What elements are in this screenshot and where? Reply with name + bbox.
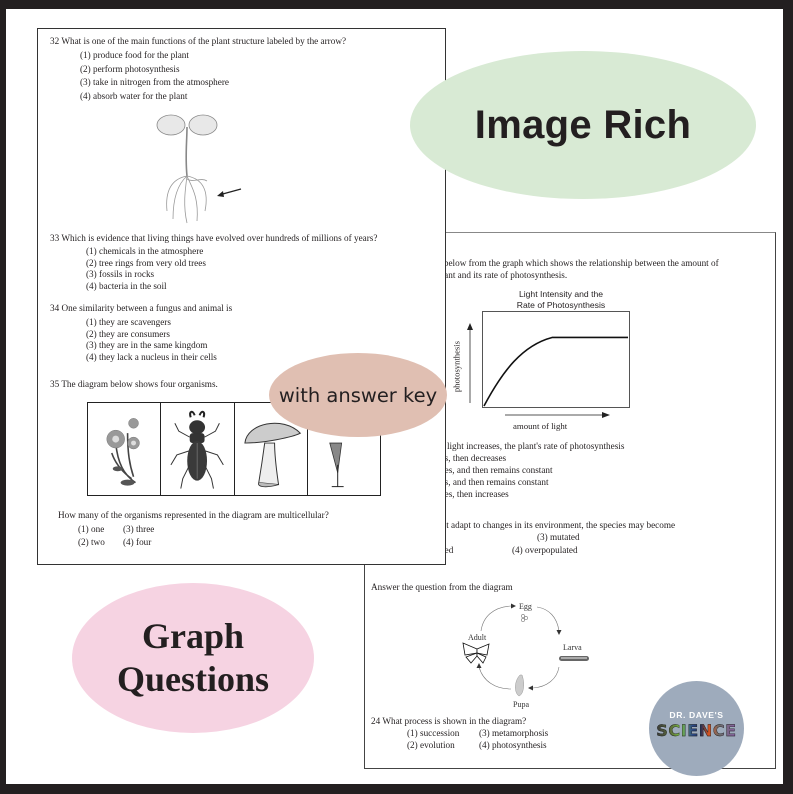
worksheet-page-back: n below from the graph which shows the r… bbox=[364, 232, 776, 769]
mushroom-icon bbox=[235, 403, 308, 495]
svg-text:Larva: Larva bbox=[563, 643, 582, 652]
chart-title: Light Intensity and the Rate of Photosyn… bbox=[516, 289, 606, 310]
question-light: of light increases, the plant's rate of … bbox=[437, 441, 625, 499]
dr-daves-science-logo: DR. DAVE'S SCIENCE bbox=[649, 681, 744, 776]
diagram-prompt: Answer the question from the diagram bbox=[371, 582, 513, 592]
caterpillar-icon bbox=[559, 656, 589, 661]
organisms-diagram bbox=[87, 402, 381, 496]
bird-icon bbox=[308, 403, 380, 495]
question-34: 34 One similarity between a fungus and a… bbox=[50, 303, 233, 362]
arrow-icon bbox=[217, 191, 224, 197]
question-32: 32 What is one of the main functions of … bbox=[50, 36, 347, 101]
cycle-arrows bbox=[478, 605, 560, 690]
question-adapt: hot adapt to changes in its environment,… bbox=[437, 520, 676, 555]
graph-question-intro: n below from the graph which shows the r… bbox=[437, 258, 719, 281]
seedling-icon bbox=[156, 114, 242, 224]
flower-icon bbox=[88, 403, 162, 495]
chart-y-label: photosynthesis bbox=[451, 341, 462, 393]
question-33: 33 Which is evidence that living things … bbox=[50, 233, 378, 291]
x-axis-arrow-icon bbox=[505, 412, 610, 418]
cycle-egg-label: Egg bbox=[519, 602, 532, 611]
image-rich-badge: Image Rich bbox=[410, 51, 756, 199]
question-24: 24 What process is shown in the diagram?… bbox=[371, 716, 549, 750]
chart-x-label: amount of light bbox=[513, 421, 568, 431]
y-axis-arrow-icon bbox=[467, 323, 473, 403]
egg-icon bbox=[521, 614, 528, 622]
life-cycle-diagram: Egg Larva Adult Pupa bbox=[462, 602, 589, 709]
question-35: 35 The diagram below shows four organism… bbox=[50, 379, 218, 389]
answer-key-badge: with answer key bbox=[269, 353, 447, 437]
worksheet-page-front: 32 What is one of the main functions of … bbox=[37, 28, 446, 565]
beetle-icon bbox=[161, 403, 235, 495]
product-cover: n below from the graph which shows the r… bbox=[6, 9, 783, 784]
question-35-prompt: How many of the organisms represented in… bbox=[58, 510, 329, 547]
svg-text:Pupa: Pupa bbox=[513, 700, 529, 709]
butterfly-icon bbox=[462, 642, 490, 664]
svg-text:Adult: Adult bbox=[468, 633, 487, 642]
chrysalis-icon bbox=[515, 674, 524, 697]
photosynthesis-chart bbox=[482, 311, 630, 408]
